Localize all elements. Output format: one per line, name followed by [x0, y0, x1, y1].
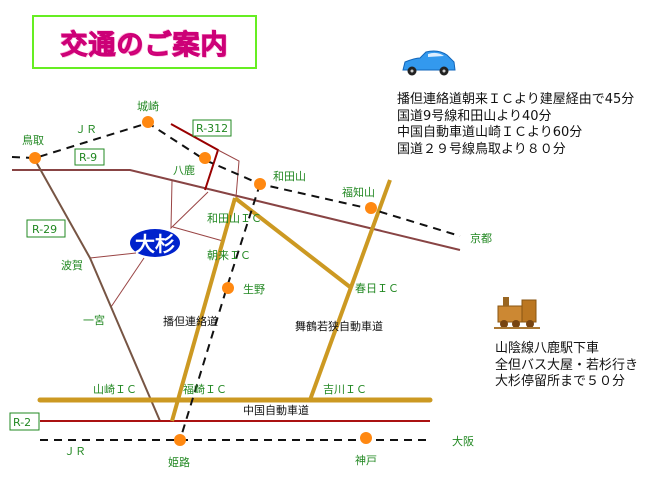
train-icon: [494, 297, 540, 329]
station-kinosaki[interactable]: [142, 116, 154, 128]
car-access-info: 播但連絡道朝来ＩＣより建屋経由で45分 国道9号線和田山より40分 中国自動車道…: [397, 92, 634, 158]
train-info-line: 山陰線八鹿駅下車: [495, 341, 600, 356]
route-312-label: R-312: [196, 122, 228, 135]
route-2-label: R-2: [13, 416, 31, 429]
train-access-info: 山陰線八鹿駅下車 全但バス大屋・若杉行き 大杉停留所まで５０分: [495, 341, 638, 391]
label-ikuno: 生野: [243, 282, 265, 296]
car-info-line: 播但連絡道朝来ＩＣより建屋経由で45分: [397, 92, 635, 107]
label-ichinomiya: 一宮: [83, 313, 105, 327]
label-yokawa-ic: 吉川ＩＣ: [323, 383, 367, 396]
station-tottori[interactable]: [29, 152, 41, 164]
local-road: [217, 149, 240, 198]
label-jr-bottom: ＪＲ: [64, 445, 86, 458]
train-info-line: 大杉停留所まで５０分: [495, 374, 626, 389]
station-himeji[interactable]: [174, 434, 186, 446]
label-yoka: 八鹿: [173, 163, 195, 177]
label-kyoto: 京都: [470, 231, 492, 245]
highway-connector: [233, 196, 352, 289]
jr-bantan-line: [179, 183, 261, 441]
route-9-road: [12, 169, 461, 251]
bantan-highway: [170, 197, 237, 422]
label-yamasaki-ic: 山崎ＩＣ: [93, 382, 137, 396]
station-fukuchiyama[interactable]: [365, 202, 377, 214]
local-road: [110, 257, 145, 308]
label-chugoku-highway: 中国自動車道: [243, 403, 309, 417]
car-info-line: 国道２９号線鳥取より８０分: [397, 141, 566, 157]
label-fukuchiyama: 福知山: [342, 185, 375, 199]
label-osaka: 大阪: [452, 434, 474, 448]
route-9-label: R-9: [79, 151, 97, 164]
destination-label: 大杉: [135, 232, 175, 256]
station-ikuno[interactable]: [222, 282, 234, 294]
label-bantan-highway: 播但連絡道: [163, 314, 218, 328]
car-info-line: 中国自動車道山崎ＩＣより60分: [397, 125, 583, 140]
label-kobe: 神戸: [355, 453, 377, 467]
local-road: [170, 180, 209, 230]
station-yoka[interactable]: [199, 152, 211, 164]
label-fukusaki-ic: 福崎ＩＣ: [183, 382, 227, 396]
local-road: [172, 226, 224, 242]
route-29-road: [34, 159, 161, 422]
label-himeji: 姫路: [168, 455, 190, 469]
station-wadayama[interactable]: [254, 178, 266, 190]
local-road: [89, 252, 137, 259]
train-info-line: 全但バス大屋・若杉行き: [495, 357, 639, 373]
destination-marker[interactable]: [130, 229, 180, 257]
car-icon: [402, 50, 456, 76]
label-tottori: 鳥取: [22, 133, 44, 147]
label-asago-ic: 朝来ＩＣ: [207, 249, 251, 262]
label-jr-top: ＪＲ: [75, 123, 97, 136]
label-wadayama: 和田山: [273, 170, 306, 183]
route-29-label: R-29: [32, 223, 57, 236]
car-info-line: 国道9号線和田山より40分: [397, 108, 552, 124]
page-title: 交通のご案内: [60, 29, 229, 61]
page-title-box: 交通のご案内: [32, 15, 257, 69]
label-kinosaki: 城崎: [137, 99, 159, 113]
label-wadayama-ic: 和田山ＩＣ: [207, 212, 262, 225]
label-kasuga-ic: 春日ＩＣ: [355, 282, 399, 295]
station-kobe[interactable]: [360, 432, 372, 444]
label-maizuru-highway: 舞鶴若狭自動車道: [295, 319, 383, 333]
label-haga: 波賀: [61, 259, 83, 272]
maizuru-highway: [308, 179, 392, 401]
